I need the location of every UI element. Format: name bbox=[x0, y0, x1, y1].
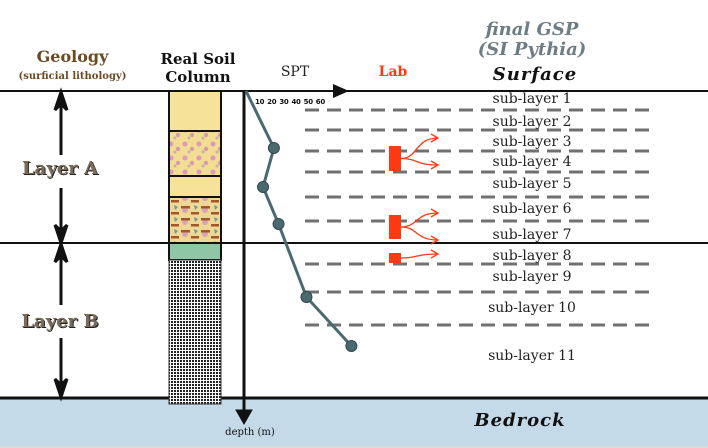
sublayer-label: sub-layer 5 bbox=[492, 176, 572, 192]
lab-mapping-arrow bbox=[400, 226, 439, 241]
spt-data-point bbox=[267, 142, 280, 154]
layer-a-extent-arrow bbox=[53, 87, 69, 248]
spt-profile-line bbox=[244, 90, 353, 348]
arrow-head-icon bbox=[430, 235, 440, 245]
lab-sample-marker bbox=[389, 253, 401, 263]
sublayer-label: sub-layer 2 bbox=[492, 114, 572, 130]
spt-data-point bbox=[257, 181, 270, 193]
spt-tick-label: 20 bbox=[267, 98, 277, 106]
sublayer-label: sub-layer 1 bbox=[492, 91, 572, 107]
soil-unit-sand-2 bbox=[168, 175, 222, 198]
soil-column-header: Real Soil Column bbox=[148, 50, 248, 86]
lab-sample-marker bbox=[389, 215, 401, 239]
lab-mapping-arrow bbox=[400, 253, 439, 259]
sublayer-label: sub-layer 6 bbox=[492, 201, 572, 217]
lab-mapping-arrow bbox=[400, 157, 439, 166]
geology-subheader: (surficial lithology) bbox=[18, 71, 127, 82]
depth-axis bbox=[235, 91, 253, 426]
soil-unit-mottled-clay bbox=[168, 130, 222, 177]
surface-label: Surface bbox=[492, 64, 578, 85]
final-gsp-header-line2: (SI Pythia) bbox=[477, 39, 587, 60]
arrow-head-icon bbox=[430, 208, 440, 218]
arrow-head-icon bbox=[430, 133, 440, 143]
soil-unit-green-clay bbox=[168, 242, 222, 261]
bedrock-band bbox=[0, 398, 708, 446]
spt-header: SPT bbox=[280, 64, 310, 80]
spt-tick-label: 60 bbox=[315, 98, 325, 106]
spt-tick-label: 10 bbox=[255, 98, 265, 106]
soil-unit-sand-1 bbox=[168, 90, 222, 132]
depth-axis-label: depth (m) bbox=[225, 427, 275, 438]
final-gsp-header: final GSP (SI Pythia) bbox=[462, 20, 602, 60]
spt-data-point bbox=[272, 218, 285, 230]
final-gsp-header-line1: final GSP bbox=[485, 19, 579, 40]
bedrock-label: Bedrock bbox=[474, 410, 566, 431]
layer-b-label: Layer B bbox=[15, 311, 105, 332]
sublayer-label: sub-layer 7 bbox=[492, 227, 572, 243]
layer-a-label: Layer A bbox=[15, 158, 105, 179]
spt-axis-arrow bbox=[333, 84, 349, 98]
sublayer-label: sub-layer 8 bbox=[492, 248, 572, 264]
lab-header: Lab bbox=[378, 64, 408, 80]
arrow-head-icon bbox=[430, 160, 440, 170]
arrow-head-icon bbox=[430, 249, 440, 259]
spt-data-point bbox=[345, 340, 358, 352]
spt-data-point bbox=[300, 291, 313, 303]
sublayer-label: sub-layer 3 bbox=[492, 134, 572, 150]
bottom-strip bbox=[0, 446, 708, 448]
spt-tick-label: 50 bbox=[303, 98, 313, 106]
layer-b-extent-arrow bbox=[53, 239, 69, 402]
sublayer-label: sub-layer 9 bbox=[492, 269, 572, 285]
geology-header: Geology bbox=[36, 47, 109, 66]
lab-sample-marker bbox=[389, 146, 401, 171]
soil-column-header-line2: Column bbox=[165, 68, 231, 86]
lab-mapping-arrow bbox=[400, 137, 439, 160]
sublayer-label: sub-layer 4 bbox=[492, 154, 572, 170]
sublayer-label: sub-layer 11 bbox=[488, 348, 576, 364]
soil-unit-mixed bbox=[168, 196, 222, 244]
soil-column bbox=[168, 90, 222, 405]
soil-column-header-line1: Real Soil bbox=[160, 50, 236, 68]
spt-tick-label: 30 bbox=[279, 98, 289, 106]
spt-profile bbox=[244, 90, 358, 352]
spt-tick-label: 40 bbox=[291, 98, 301, 106]
sublayer-dashed-lines bbox=[305, 108, 655, 327]
sublayer-label: sub-layer 10 bbox=[488, 300, 576, 316]
lab-samples bbox=[389, 133, 440, 263]
soil-unit-gravel bbox=[168, 259, 222, 405]
